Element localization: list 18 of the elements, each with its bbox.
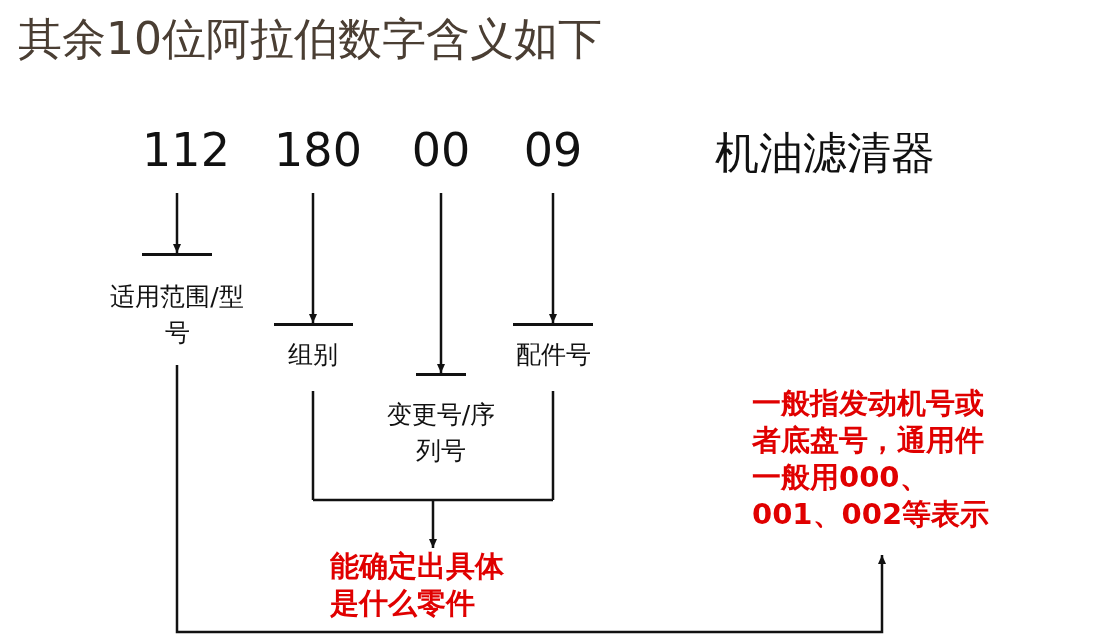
field-label: 适用范围/型号: [106, 253, 248, 365]
field-label: 组别: [263, 323, 363, 391]
part-name: 机油滤清器: [715, 126, 935, 180]
arrow: [437, 193, 445, 373]
slide-title: 其余10位阿拉伯数字含义如下: [18, 12, 602, 66]
code-digits: 180: [268, 122, 368, 178]
arrow: [309, 193, 317, 323]
field-label: 变更号/序列号: [384, 373, 498, 477]
arrow: [549, 193, 557, 323]
code-digits: 09: [507, 122, 599, 178]
arrow: [311, 389, 555, 550]
note-text: 能确定出具体是什么零件: [330, 548, 514, 630]
arrow: [173, 193, 181, 253]
code-digits: 112: [136, 122, 236, 178]
note-text: 一般指发动机号或者底盘号，通用件一般用000、001、002等表示: [752, 385, 1006, 555]
field-label: 配件号: [500, 323, 606, 391]
arrow: [175, 365, 886, 634]
code-digits: 00: [400, 122, 482, 178]
